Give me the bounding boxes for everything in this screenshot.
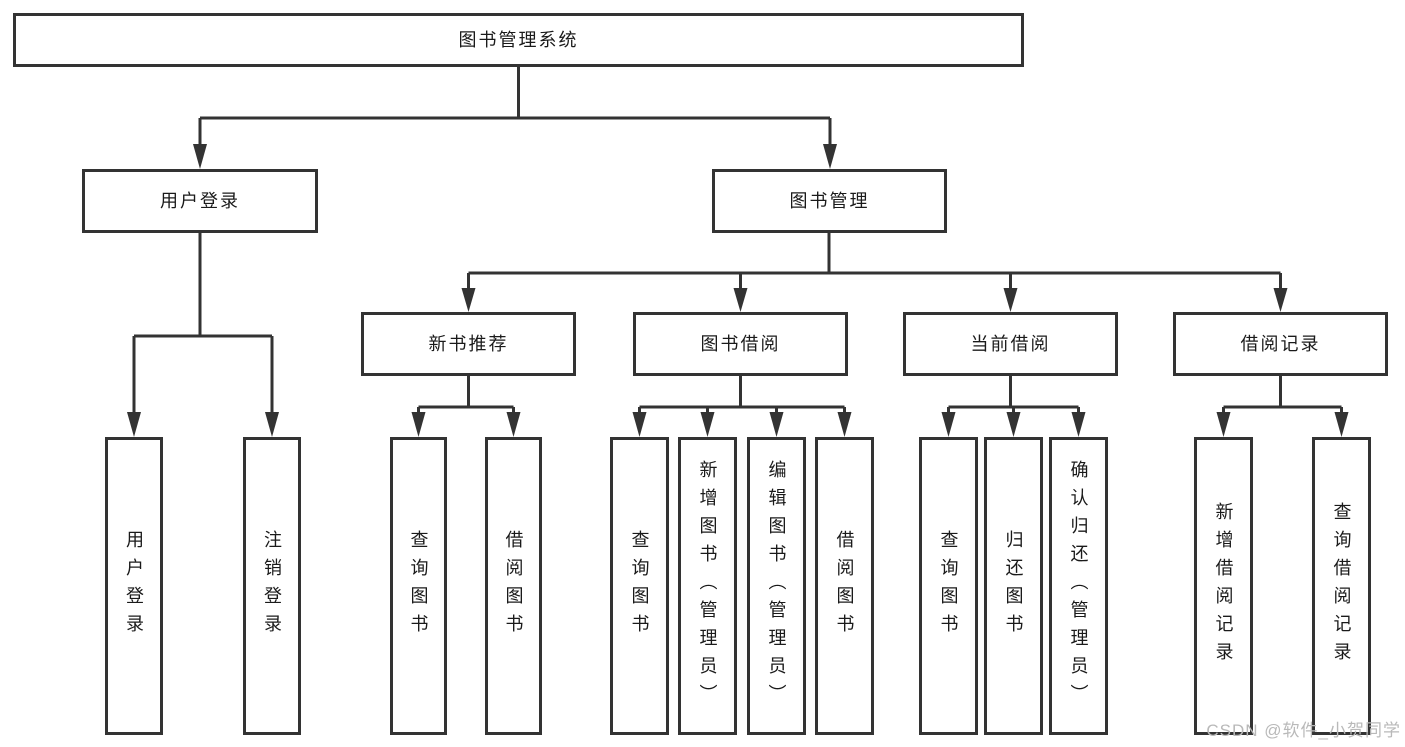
leaf-borrow-book: 借阅图书: [815, 437, 874, 735]
leaf-query-borrow-record: 查询借阅记录: [1312, 437, 1371, 735]
leaf-borrow-query-book: 查询图书: [610, 437, 669, 735]
node-label: 新增借阅记录: [1213, 502, 1234, 670]
connector-new-book-recommend-branch: [417, 376, 515, 414]
node-label: 图书管理: [789, 191, 870, 211]
node-label: 注销登录: [262, 530, 282, 642]
connector-root-branch: [198, 67, 832, 146]
node-label: 借阅图书: [503, 530, 524, 642]
node-user-login: 用户登录: [82, 169, 318, 233]
node-label: 确认归还（管理员）: [1068, 460, 1089, 712]
node-label: 新增图书（管理员）: [697, 460, 718, 712]
node-label: 图书管理系统: [458, 30, 579, 50]
node-label: 查询图书: [629, 530, 650, 642]
node-label: 查询图书: [408, 530, 429, 642]
node-book-management: 图书管理: [712, 169, 947, 233]
connector-current-borrow-branch: [947, 376, 1080, 414]
leaf-edit-book-admin: 编辑图书（管理员）: [747, 437, 806, 735]
csdn-watermark: CSDN @软件_小贺同学: [1206, 721, 1401, 740]
leaf-recommend-borrow-book: 借阅图书: [485, 437, 542, 735]
node-borrow-record: 借阅记录: [1173, 312, 1388, 376]
leaf-return-book: 归还图书: [984, 437, 1043, 735]
connector-user-login-branch: [132, 233, 274, 414]
node-label: 编辑图书（管理员）: [766, 460, 787, 712]
leaf-add-borrow-record: 新增借阅记录: [1194, 437, 1253, 735]
node-label: 新书推荐: [428, 334, 509, 354]
leaf-logout-login: 注销登录: [243, 437, 301, 735]
node-label: 查询借阅记录: [1331, 502, 1352, 670]
node-label: 借阅图书: [834, 530, 855, 642]
node-root-library-management-system: 图书管理系统: [13, 13, 1024, 67]
connector-book-management-branch: [467, 233, 1282, 290]
node-label: 归还图书: [1003, 530, 1024, 642]
leaf-recommend-query-book: 查询图书: [390, 437, 447, 735]
connector-borrow-record-branch: [1222, 376, 1343, 414]
leaf-confirm-return-admin: 确认归还（管理员）: [1049, 437, 1108, 735]
node-label: 当前借阅: [970, 334, 1051, 354]
leaf-add-book-admin: 新增图书（管理员）: [678, 437, 737, 735]
leaf-user-login: 用户登录: [105, 437, 163, 735]
node-book-borrow: 图书借阅: [633, 312, 848, 376]
node-label: 用户登录: [124, 530, 144, 642]
node-new-book-recommend: 新书推荐: [361, 312, 576, 376]
connector-book-borrow-branch: [638, 376, 846, 414]
node-label: 图书借阅: [700, 334, 781, 354]
leaf-current-query-book: 查询图书: [919, 437, 978, 735]
node-current-borrow: 当前借阅: [903, 312, 1118, 376]
node-label: 用户登录: [160, 191, 240, 211]
node-label: 查询图书: [938, 530, 959, 642]
node-label: 借阅记录: [1240, 334, 1321, 354]
